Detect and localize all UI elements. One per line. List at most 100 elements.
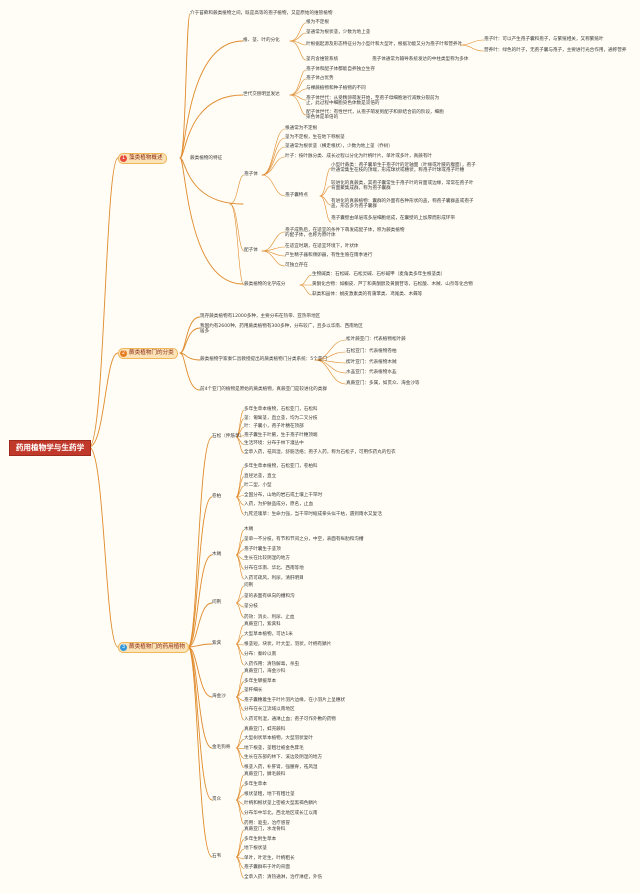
list-item: 真蕨亚门，鳞毛蕨科 bbox=[244, 772, 286, 777]
list-item: 根茎入药，补肝肾，强腰脊，祛风湿 bbox=[244, 764, 318, 770]
list-item: 萜类和甾体：蜕皮激素类的有蒲苯类、鸢尾类、木蝶等 bbox=[312, 292, 423, 297]
list-item: 真蕨亚门，水龙骨科 bbox=[244, 827, 286, 832]
node-gametophyte: 配子体 bbox=[244, 248, 258, 253]
list-item: 多年生草本植物，石松亚门，卷柏科 bbox=[244, 464, 318, 469]
list-item: 可独立存在 bbox=[285, 263, 308, 268]
root-topic: 药用植物学与生药学 bbox=[9, 440, 91, 456]
list-item: 黄酮化合物：如槲皮、芦丁和黄酮醇及黄酮苷等，石松酸、木贼、山奈等化合物 bbox=[312, 282, 473, 287]
list-item: 有进化的真蕨植物：囊群的外面有各种形状的盖，称孢子囊群盖或孢子盖，形态多为孢子囊… bbox=[331, 199, 474, 210]
list-item: 孢子囊群布于叶的背面 bbox=[244, 865, 290, 871]
list-item: 药效：消炎、利尿、止血 bbox=[244, 614, 295, 620]
branch-label: 藻类植物概述 bbox=[129, 155, 163, 161]
node-root-stem-leaf: 根、茎、叶的分化 bbox=[243, 38, 280, 43]
list-item: 分布：秦岭以南 bbox=[244, 652, 277, 657]
list-item: 营养叶：绿色的叶子，无孢子囊与孢子，主要进行光合作用，通称营养 bbox=[484, 48, 627, 53]
list-item: 生长在东部的林下、溪边及阴湿的地方 bbox=[244, 755, 323, 761]
list-item: 多年生草本 bbox=[244, 781, 267, 787]
plant-group-label: 海金沙 bbox=[212, 694, 226, 699]
list-item: 多年生草本植物，石松亚门，石松科 bbox=[244, 407, 318, 412]
list-item: 孢子叶囊生于茎顶 bbox=[244, 546, 281, 552]
plant-group-label: 木贼 bbox=[212, 552, 222, 557]
list-item: 孢子体和配子体都能自养独立生存 bbox=[306, 67, 375, 72]
connector-line bbox=[235, 856, 245, 879]
connector-line bbox=[235, 634, 245, 645]
plant-group-label: 石韦 bbox=[212, 854, 222, 859]
branch-label: 蕨类植物门的药用植物 bbox=[129, 644, 185, 650]
connector-line bbox=[235, 739, 245, 749]
plant-group-label: 金毛狗脊 bbox=[212, 745, 231, 750]
connector-line bbox=[235, 529, 245, 556]
connector-line bbox=[235, 696, 245, 721]
list-item: 生物碱类：石松碱、石松灵碱、石杉碱甲（麦角类多年生根茎类） bbox=[312, 272, 446, 277]
list-item: 产生精子器和颈卵器，有性生殖在雨季进行 bbox=[285, 253, 373, 258]
list-item: 大型树状草本植物，大型羽状复叶 bbox=[244, 736, 313, 742]
list-item: 茎分枝 bbox=[244, 604, 258, 609]
list-item: 根通常为不定根 bbox=[285, 126, 318, 131]
branch-medicinal-ferns: 3 蕨类植物门的药用植物 bbox=[118, 642, 189, 653]
list-item: 茎为不定根，生在地下称根茎 bbox=[285, 135, 345, 140]
plant-group-label: 石松（伸筋草） bbox=[212, 434, 245, 439]
list-item: 较进化的真蕨类，其孢子囊常生于孢子叶的背面或边缘，常常在孢子叶背面聚集成群，称为… bbox=[331, 181, 474, 192]
node-fern-features: 蕨类植物的特征 bbox=[190, 156, 223, 161]
list-item: 单叶，叶近生，叶柄粗长 bbox=[244, 855, 295, 861]
list-item: 蕨类植物学家秦仁昌教授提出的蕨类植物门分类系统：5个亚门 bbox=[200, 357, 327, 362]
connector-line bbox=[235, 799, 245, 825]
list-item: 叶子：按叶脉分类、成长过程以分化为叶柄叶片，单叶或多叶，真蕨有叶 bbox=[285, 154, 433, 159]
list-item: 现存蕨类植物有12000多种，主要分布在热带、亚热带地区 bbox=[200, 314, 321, 319]
connector-line bbox=[235, 554, 245, 580]
node-chemistry: 蕨类植物的化学成分 bbox=[244, 282, 286, 287]
plant-group-label: 卷柏 bbox=[212, 494, 222, 499]
list-item: 茎秆细长 bbox=[244, 688, 263, 694]
list-item: 孢子体占优势 bbox=[306, 76, 334, 81]
list-item: 孢子囊生于叶腋，生于孢子叶穗顶端 bbox=[244, 432, 318, 438]
connector-line bbox=[235, 496, 245, 515]
list-item: 根茎短，块状，叶大型，羽状，叶柄有鳞片 bbox=[244, 642, 332, 647]
list-item: 入药可利湿，通淋止血；孢子可作外敷的药物 bbox=[244, 717, 336, 722]
connector-line bbox=[235, 671, 245, 698]
list-item: 地下根茎，茎粗壮被金色茸毛 bbox=[244, 745, 304, 751]
plant-group-label: 贯众 bbox=[212, 797, 222, 802]
number-badge: 3 bbox=[120, 644, 127, 651]
list-item: 孢子体通常为输导系统发达的中柱类型称为多体 bbox=[372, 57, 469, 62]
list-item: 茎的表面有纵向的槽和沟 bbox=[244, 593, 295, 599]
list-item: 在适宜时期，在适宜环境下，叶状体 bbox=[285, 244, 359, 249]
list-item: 入药作用：清热解毒，杀虫 bbox=[244, 662, 300, 667]
list-item: 生长在比较阴湿的地方 bbox=[244, 556, 290, 562]
list-item: 楔叶亚门：代表植物木贼 bbox=[346, 360, 397, 365]
list-item: 孢子囊壁由单层或多层细胞组成，在囊壁的上加厚而形成环带 bbox=[331, 216, 456, 221]
list-item: 多年生附生草本 bbox=[244, 836, 277, 842]
connector-line bbox=[235, 624, 245, 645]
list-item: 孢子体世代：从受精卵萌发开始，至孢子母细胞进行减数分裂前为止，此过程中细胞染色体… bbox=[306, 96, 440, 107]
list-item: 入药可疏风，利尿，清肝明目 bbox=[244, 576, 304, 581]
list-item: 分布华中华北，西北地区或长江以南 bbox=[244, 811, 318, 817]
list-item: 小型叶蕨类：孢子囊单生于孢子叶的近轴面（叶缘或叶腋的腹面），孢子叶通常集生在枝的… bbox=[331, 163, 476, 174]
list-item: 根状茎粗，地下有粗壮茎 bbox=[244, 791, 295, 797]
list-item: 入药，为护肤品成分，原名，止血 bbox=[244, 502, 313, 507]
branch-label: 蕨类植物门的分类 bbox=[129, 350, 174, 356]
list-item: 松叶蕨亚门：代表植物松叶蕨 bbox=[346, 337, 406, 342]
list-item: 叶：子囊小，孢子叶穗在顶部 bbox=[244, 424, 304, 430]
list-item: 叶柄和根状茎上密被大型黑褐色鳞片 bbox=[244, 801, 318, 807]
list-item: 水韭亚门：代表植物水韭 bbox=[346, 370, 397, 375]
list-item: 地下根状茎 bbox=[244, 846, 267, 852]
connector-line bbox=[235, 466, 245, 498]
list-item: 生活环境：分布于林下灌丛中 bbox=[244, 441, 304, 447]
number-badge: 1 bbox=[120, 155, 127, 162]
number-badge: 2 bbox=[120, 350, 127, 357]
list-item: 孢子囊穗着生于叶片羽片边缘，在小羽片上呈穗状 bbox=[244, 697, 346, 703]
list-item: 茎内含维管系统 bbox=[306, 57, 339, 62]
list-item: 全草入药，祛风湿，舒筋活络；孢子入药，称为石松子，可用作药丸的包衣 bbox=[244, 450, 396, 455]
list-item: 药用：驱虫，治疗感冒 bbox=[244, 821, 290, 826]
connector-line bbox=[235, 729, 245, 749]
connector-line bbox=[235, 409, 245, 438]
list-item: 与裸蕨植物和种子植物的不同 bbox=[306, 86, 366, 91]
connector-line bbox=[235, 585, 245, 604]
list-item: 全草入药：清热通淋，治疗淋症，外伤 bbox=[244, 875, 323, 880]
list-item: 九死还魂草：生命力强，当干旱时缩成拳头似干枯，遇到雨水又复活 bbox=[244, 511, 382, 517]
list-item: 石松亚门：代表植物卷柏 bbox=[346, 349, 397, 354]
connector-line bbox=[235, 747, 245, 768]
list-item: 真蕨亚门，海金沙科 bbox=[244, 669, 286, 674]
list-item: 配子体世代：有性世代，从孢子萌发到配子和卵结合前的阶段，细胞染色体是单倍的 bbox=[306, 110, 444, 121]
branch-fern-overview: 1 藻类植物概述 bbox=[118, 153, 167, 164]
list-item: 真蕨亚门，蚌壳蕨科 bbox=[244, 727, 286, 732]
